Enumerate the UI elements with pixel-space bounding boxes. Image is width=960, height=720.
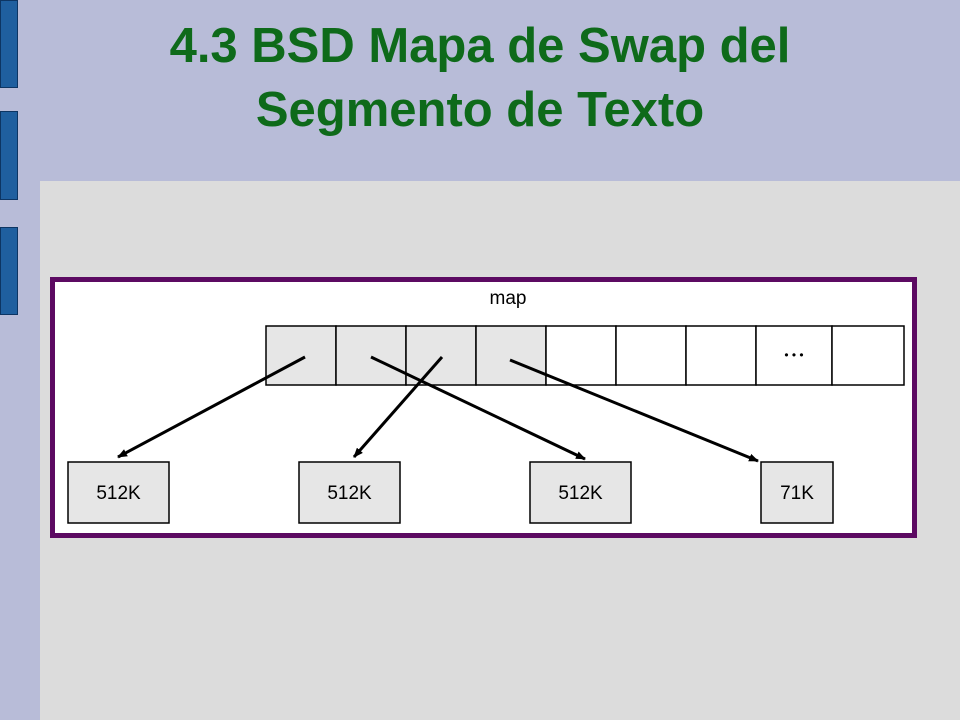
- map-slot-9: [831, 325, 905, 386]
- arrow-slot4-to-block4: [509, 358, 759, 463]
- slide-title-line-2: Segmento de Texto: [255, 83, 705, 137]
- map-slot-5: [545, 325, 617, 386]
- map-slot-4: [475, 325, 547, 386]
- map-slot-1: [265, 325, 337, 386]
- swap-block-3-label: 512K: [558, 483, 603, 504]
- left-accent-bar-1: [0, 0, 18, 88]
- map-slot-2: [335, 325, 407, 386]
- swap-block-3: [529, 461, 632, 524]
- swap-block-1: [67, 461, 170, 524]
- map-slot-ellipsis: [755, 325, 833, 386]
- ellipsis-label: • • •: [784, 348, 803, 362]
- swap-block-2-label: 512K: [327, 483, 372, 504]
- arrow-slot1-to-block1: [117, 355, 306, 459]
- slide-title-line-1: 4.3 BSD Mapa de Swap del: [169, 19, 791, 73]
- map-label: map: [490, 288, 527, 309]
- left-accent-bar-3: [0, 227, 18, 315]
- swap-block-4-label: 71K: [780, 483, 814, 504]
- slide-title: 4.3 BSD Mapa de Swap del Segmento de Tex…: [0, 14, 960, 142]
- map-slot-6: [615, 325, 687, 386]
- left-accent-bar-2: [0, 111, 18, 200]
- arrow-slot2-to-block3: [370, 355, 586, 461]
- swap-block-4: [760, 461, 834, 524]
- arrow-slot3-to-block2: [352, 356, 444, 458]
- swap-block-1-label: 512K: [96, 483, 141, 504]
- map-slot-3: [405, 325, 477, 386]
- map-slot-7: [685, 325, 757, 386]
- swap-block-2: [298, 461, 401, 524]
